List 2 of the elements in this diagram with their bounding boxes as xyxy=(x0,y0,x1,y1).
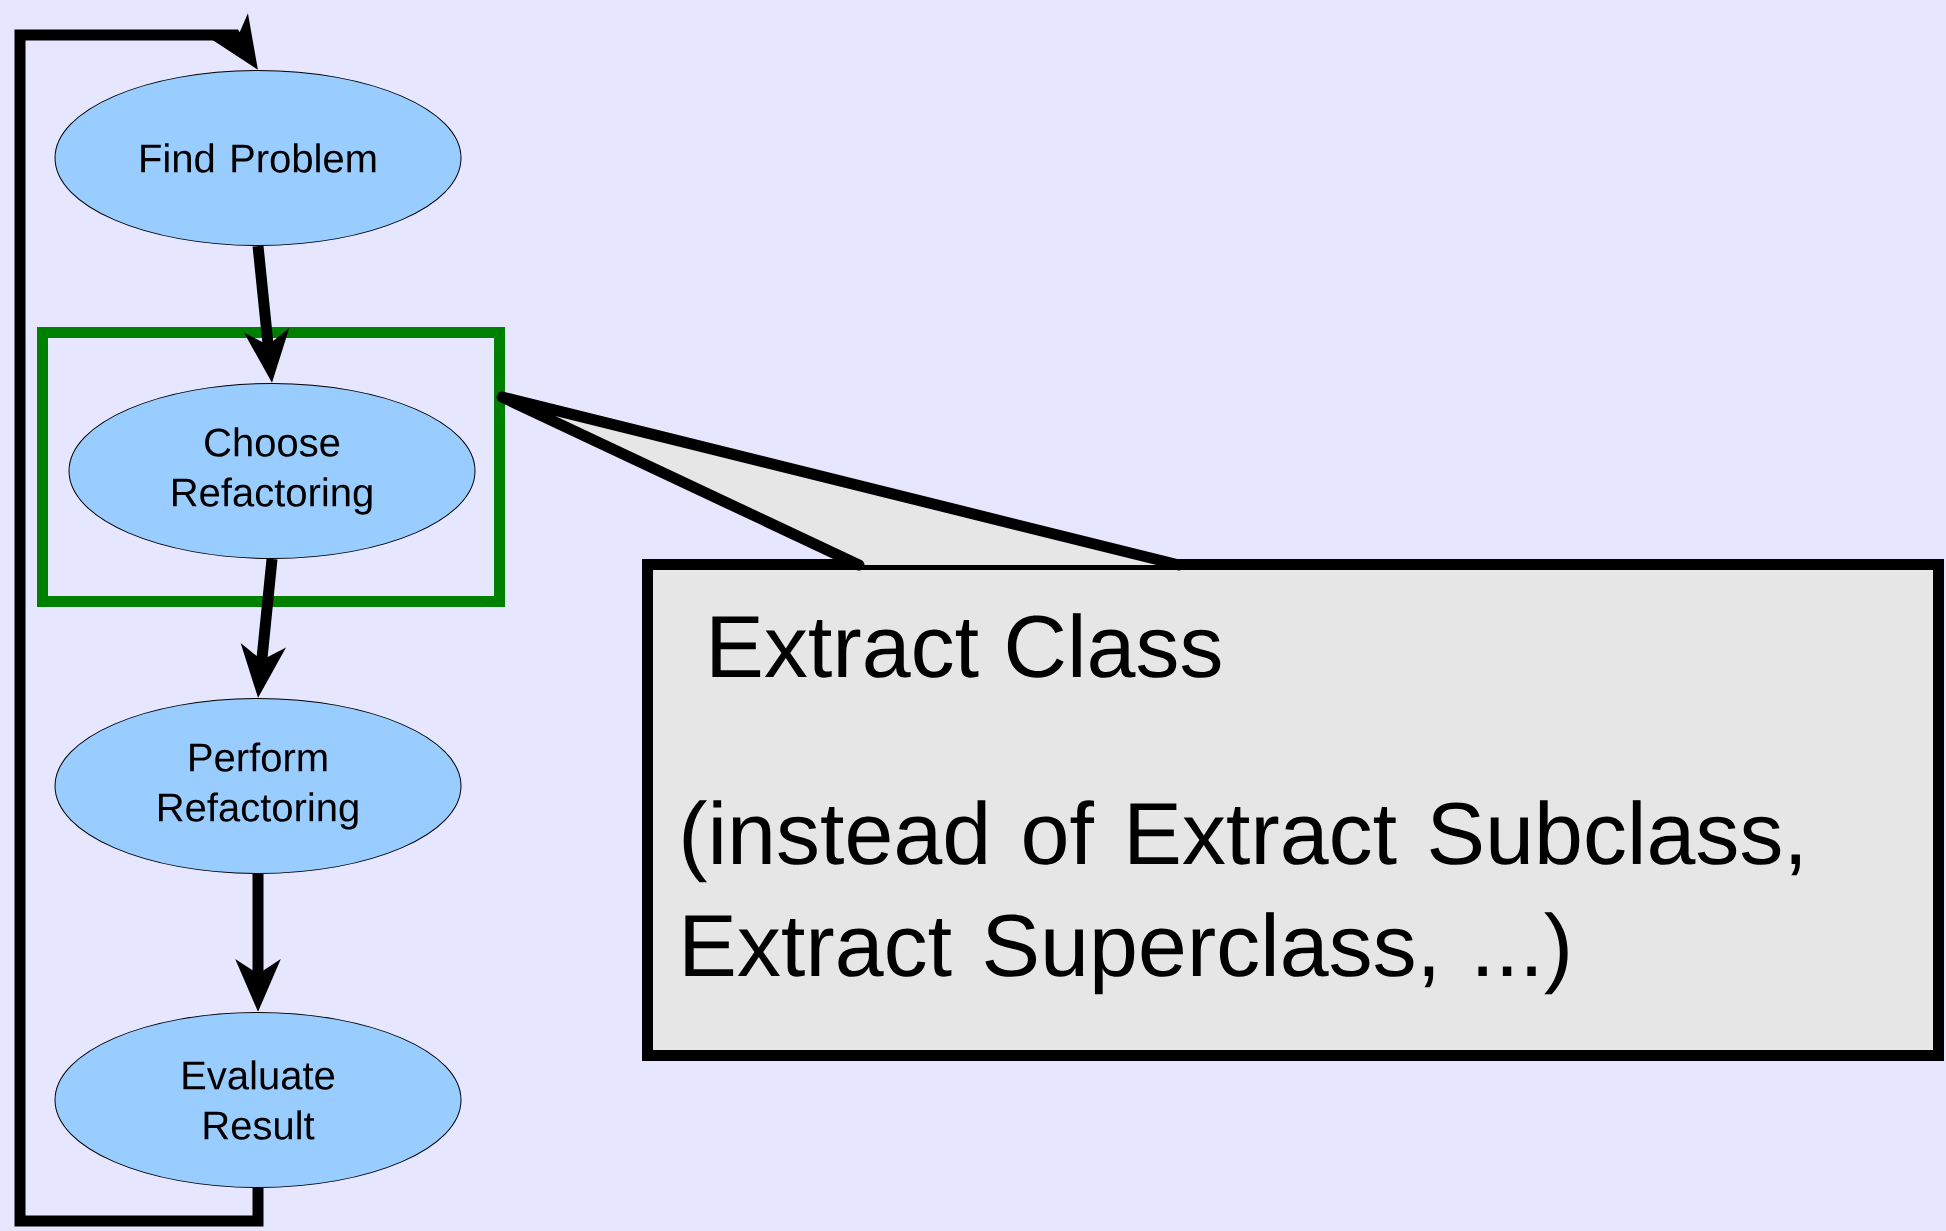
highlight-frame xyxy=(37,327,505,607)
loop-arrow xyxy=(14,13,264,1227)
